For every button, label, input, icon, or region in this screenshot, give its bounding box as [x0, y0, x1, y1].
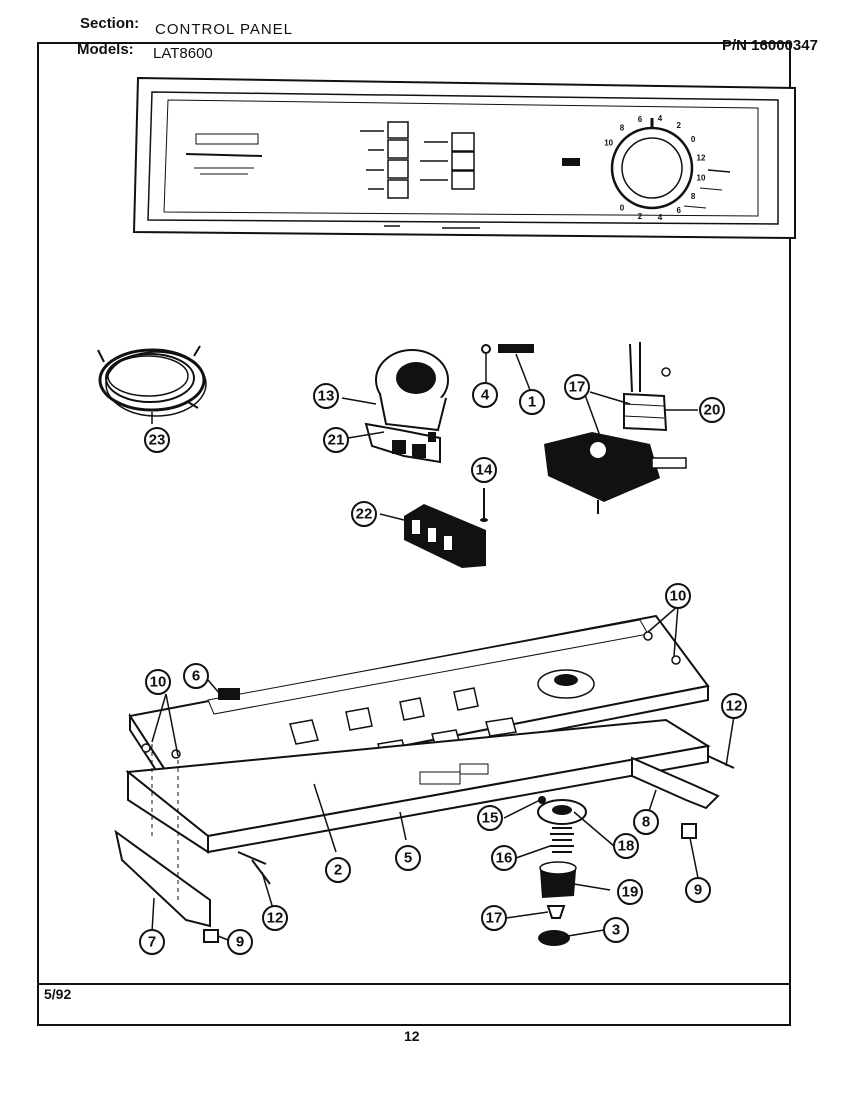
svg-text:9: 9 — [694, 882, 702, 899]
section-value: CONTROL PANEL — [155, 21, 294, 38]
svg-text:16: 16 — [496, 850, 513, 867]
svg-text:23: 23 — [149, 432, 166, 449]
callout-20: 20 — [699, 397, 725, 423]
diagram-frame — [37, 42, 791, 1026]
callout-5: 5 — [395, 845, 421, 871]
dial-number: 4 — [658, 213, 663, 222]
page-number: 12 — [404, 1028, 420, 1044]
section-label: Section: — [80, 15, 140, 32]
models-value: LAT8600 — [153, 45, 213, 62]
part-number: P/N 16000347 — [722, 37, 818, 54]
end-cap — [114, 829, 211, 928]
callout-18: 18 — [613, 833, 639, 859]
end-bracket — [631, 756, 720, 810]
water-level-switch — [341, 349, 449, 464]
dial-number: 0 — [691, 135, 696, 144]
timer-assembly — [544, 342, 698, 514]
svg-text:17: 17 — [569, 379, 586, 396]
timer-knob-assembly — [537, 796, 587, 946]
dial-number: 10 — [697, 174, 706, 183]
svg-text:1: 1 — [528, 394, 536, 411]
callout-9-right: 9 — [685, 877, 711, 903]
callout-12-right: 12 — [721, 693, 747, 719]
svg-text:14: 14 — [476, 462, 493, 479]
svg-text:2: 2 — [334, 862, 342, 879]
callout-4: 4 — [472, 382, 498, 408]
screws — [237, 755, 735, 885]
callout-12-left: 12 — [262, 905, 288, 931]
clip-right — [681, 823, 697, 839]
clip-left — [203, 929, 219, 943]
svg-text:13: 13 — [318, 388, 335, 405]
svg-text:17: 17 — [486, 910, 503, 927]
svg-text:22: 22 — [356, 506, 373, 523]
svg-text:10: 10 — [670, 588, 687, 605]
svg-text:7: 7 — [148, 934, 156, 951]
dial-number: 12 — [697, 154, 706, 163]
cycle-label — [562, 158, 580, 166]
footer-divider — [37, 983, 791, 985]
callout-10-left: 10 — [145, 669, 171, 695]
temperature-buttons — [420, 132, 475, 190]
svg-text:15: 15 — [482, 810, 499, 827]
dial-number: 8 — [620, 124, 625, 133]
svg-text:4: 4 — [481, 387, 490, 404]
callout-17-bottom: 17 — [481, 905, 507, 931]
callout-1: 1 — [519, 389, 545, 415]
dial-number: 4 — [658, 114, 663, 123]
svg-text:6: 6 — [192, 668, 200, 685]
clip-part — [481, 344, 491, 354]
callout-6: 6 — [183, 663, 209, 689]
dial-number: 2 — [638, 212, 643, 221]
callout-16: 16 — [491, 845, 517, 871]
callout-2: 2 — [325, 857, 351, 883]
svg-text:8: 8 — [642, 814, 650, 831]
callout-9-left: 9 — [227, 929, 253, 955]
callout-8: 8 — [633, 809, 659, 835]
svg-text:21: 21 — [328, 432, 345, 449]
callout-22: 22 — [351, 501, 377, 527]
dial-number: 6 — [676, 206, 681, 215]
dial-number: 8 — [691, 192, 696, 201]
callout-23: 23 — [144, 427, 170, 453]
dial-number: 2 — [676, 121, 681, 130]
brand-logo — [195, 133, 259, 145]
callout-3: 3 — [603, 917, 629, 943]
svg-text:20: 20 — [704, 402, 721, 419]
leader-lines — [151, 412, 735, 941]
dial-number: 6 — [638, 115, 643, 124]
svg-text:19: 19 — [622, 884, 639, 901]
callout-7: 7 — [139, 929, 165, 955]
svg-text:3: 3 — [612, 922, 620, 939]
load-size-buttons — [360, 121, 409, 199]
dial-number: 10 — [604, 139, 613, 148]
svg-text:10: 10 — [150, 674, 167, 691]
models-label: Models: — [77, 41, 134, 58]
callout-17-top: 17 — [564, 374, 590, 400]
callout-15: 15 — [477, 805, 503, 831]
dial-number: 0 — [620, 204, 625, 213]
callout-10-right: 10 — [665, 583, 691, 609]
svg-text:12: 12 — [267, 910, 284, 927]
callout-14: 14 — [471, 457, 497, 483]
console-back — [125, 718, 711, 854]
svg-text:18: 18 — [618, 838, 635, 855]
svg-text:12: 12 — [726, 698, 743, 715]
lamp-part — [498, 344, 534, 353]
callout-19: 19 — [617, 879, 643, 905]
selector-switch — [379, 488, 488, 568]
revision-date: 5/92 — [44, 986, 71, 1002]
callout-21: 21 — [323, 427, 349, 453]
callout-13: 13 — [313, 383, 339, 409]
wire-harness — [97, 345, 207, 417]
svg-text:9: 9 — [236, 934, 244, 951]
svg-text:5: 5 — [404, 850, 412, 867]
